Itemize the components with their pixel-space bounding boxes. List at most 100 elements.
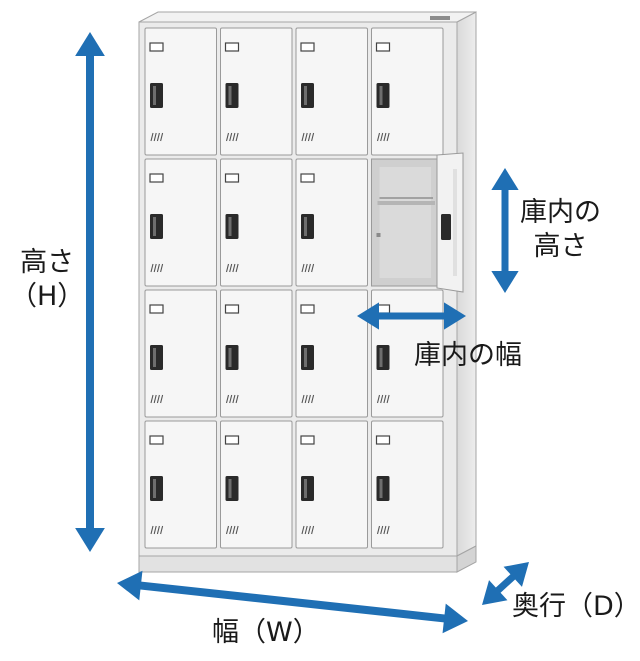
open-compartment <box>371 152 464 293</box>
door-handle <box>225 345 239 370</box>
inner-height-arrow-head-end <box>491 271 519 293</box>
door-handle <box>301 214 314 239</box>
door-panel <box>295 27 368 156</box>
vent-slot <box>150 525 154 535</box>
inner-height-arrow-head-start <box>491 168 519 190</box>
vent-slot <box>225 394 230 404</box>
vent-slot <box>383 132 387 142</box>
vent-slots <box>301 132 315 142</box>
height-arrow-head-start <box>75 32 105 56</box>
vent-slots <box>376 132 390 142</box>
door-handle-detail <box>153 86 156 105</box>
door-handle-detail <box>153 348 156 367</box>
name-plate <box>224 42 240 52</box>
door-handle <box>225 83 239 108</box>
name-plate <box>149 173 164 183</box>
compartment-back-wall <box>379 167 431 278</box>
name-plate <box>300 42 315 52</box>
vent-slots <box>150 525 164 535</box>
door-handle-detail <box>153 217 156 236</box>
locker-door <box>295 158 368 287</box>
height-arrow <box>75 32 105 552</box>
vent-slot <box>229 132 233 142</box>
vent-slot <box>160 263 164 273</box>
vent-slot <box>311 263 315 273</box>
door-handle <box>376 345 390 370</box>
vent-slot <box>380 132 384 142</box>
vent-slots <box>225 132 239 142</box>
vent-slots <box>301 525 315 535</box>
vent-slot <box>301 263 305 273</box>
vent-slot <box>307 263 311 273</box>
door-panel <box>220 27 293 156</box>
name-plate <box>224 304 240 314</box>
open-door-lock <box>441 214 451 240</box>
vent-slots <box>225 525 239 535</box>
door-panel <box>220 289 293 418</box>
door-panel <box>371 420 444 549</box>
vent-slot <box>301 394 305 404</box>
name-plate <box>375 42 391 52</box>
vent-slot <box>235 263 239 273</box>
inner-width-arrow-head-start <box>357 302 379 330</box>
inner-height-label: 庫内の 高さ <box>520 196 601 264</box>
door-handle <box>301 83 314 108</box>
door-handle <box>150 476 163 501</box>
depth-arrow-shaft <box>494 572 517 595</box>
door-handle-detail <box>228 86 232 105</box>
vent-slot <box>150 394 154 404</box>
vent-slots <box>301 263 315 273</box>
door-handle <box>150 83 163 108</box>
vent-slot <box>376 132 381 142</box>
brand-plate <box>430 16 450 20</box>
vent-slots <box>376 394 390 404</box>
vent-slot <box>229 394 233 404</box>
vent-slot <box>160 525 164 535</box>
vent-slot <box>150 132 154 142</box>
vent-slot <box>156 132 160 142</box>
vent-slot <box>311 394 315 404</box>
vent-slot <box>376 394 381 404</box>
width-arrow-shaft <box>138 581 447 623</box>
vent-slot <box>225 525 230 535</box>
compartment-shelf <box>377 201 435 205</box>
locker-door <box>371 27 444 156</box>
vent-slot <box>153 263 157 273</box>
depth-arrow-head-start <box>482 580 508 605</box>
name-plate <box>375 435 391 445</box>
vent-slot <box>376 525 381 535</box>
door-handle-detail <box>379 348 383 367</box>
vent-slot <box>311 132 315 142</box>
vent-slot <box>153 132 157 142</box>
vent-slot <box>235 394 239 404</box>
door-handle-detail <box>379 479 383 498</box>
width-arrow <box>117 570 468 634</box>
cabinet-plinth <box>138 555 458 573</box>
door-panel <box>295 158 368 287</box>
depth-label: 奥行（D） <box>512 591 640 622</box>
vent-slot <box>160 132 164 142</box>
door-handle-detail <box>379 86 383 105</box>
vent-slot <box>150 263 154 273</box>
door-handle <box>225 214 239 239</box>
vent-slot <box>156 525 160 535</box>
vent-slot <box>383 394 387 404</box>
vent-slot <box>156 394 160 404</box>
height-arrow-head-end <box>75 528 105 552</box>
name-plate <box>300 173 315 183</box>
vent-slot <box>386 132 390 142</box>
vent-slot <box>383 525 387 535</box>
vent-slots <box>150 132 164 142</box>
width-arrow-head-end <box>442 603 468 634</box>
inner-width-arrow <box>357 302 466 330</box>
vent-slot <box>304 132 308 142</box>
door-handle-detail <box>304 217 307 236</box>
door-handle-detail <box>304 348 307 367</box>
vent-slot <box>229 263 233 273</box>
door-handle <box>301 345 314 370</box>
door-panel <box>371 27 444 156</box>
vent-slots <box>376 525 390 535</box>
vent-slot <box>156 263 160 273</box>
vent-slot <box>232 525 236 535</box>
